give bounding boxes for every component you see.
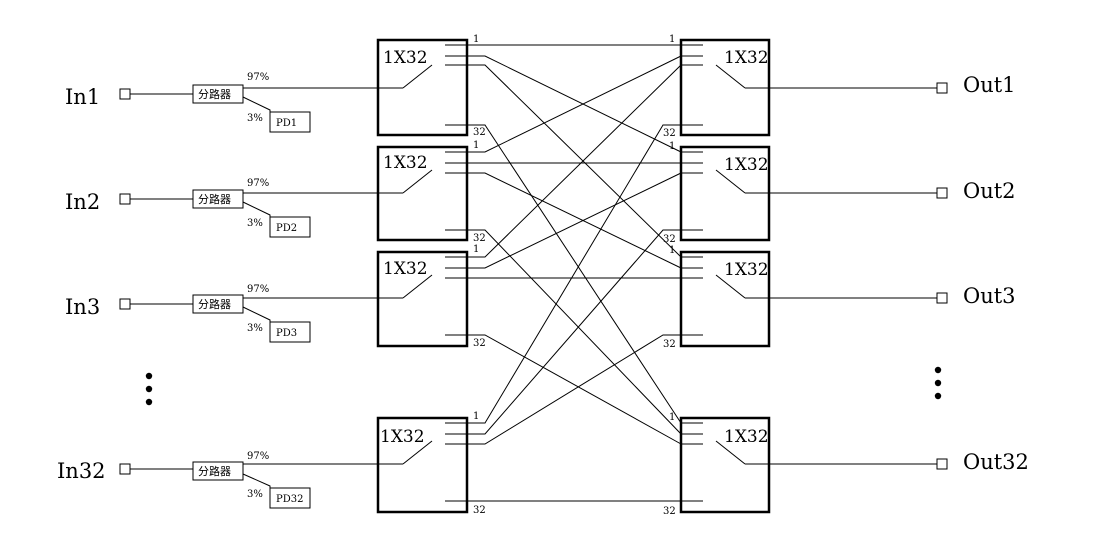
port-label-first: 1 bbox=[669, 141, 675, 152]
input-port bbox=[119, 88, 131, 100]
port-label-last: 32 bbox=[663, 128, 676, 139]
switch-label: 1X32 bbox=[724, 260, 769, 280]
output-port bbox=[936, 292, 948, 304]
input-row-2: In2 分路器 97% 3% PD2 bbox=[65, 178, 403, 238]
output-row-3: Out3 bbox=[745, 284, 1016, 308]
splitter-label: 分路器 bbox=[198, 298, 231, 311]
port-label-last: 32 bbox=[473, 338, 486, 349]
splitter-box bbox=[192, 461, 244, 481]
input-row-3: In3 分路器 97% 3% PD3 bbox=[65, 284, 403, 343]
photodiode-box bbox=[269, 216, 311, 238]
main-percent: 97% bbox=[247, 72, 269, 83]
output-label: Out2 bbox=[963, 179, 1016, 203]
output-row-2: Out2 bbox=[745, 179, 1016, 203]
port-label-first: 1 bbox=[473, 411, 479, 422]
output-port bbox=[936, 187, 948, 199]
photodiode-label: PD2 bbox=[276, 223, 297, 234]
port-label-first: 1 bbox=[669, 412, 675, 423]
splitter-box bbox=[192, 84, 244, 104]
photodiode-box bbox=[269, 111, 311, 133]
output-row-32: Out32 bbox=[745, 450, 1029, 474]
output-port bbox=[936, 458, 948, 470]
port-label-first: 1 bbox=[669, 245, 675, 256]
switch-label: 1X32 bbox=[724, 48, 769, 68]
output-port bbox=[936, 82, 948, 94]
port-label-first: 1 bbox=[669, 34, 675, 45]
right-switch-3: 1X32 1 32 bbox=[663, 245, 771, 350]
splitter-label: 分路器 bbox=[198, 88, 231, 101]
port-label-last: 32 bbox=[663, 506, 676, 517]
splitter-box bbox=[192, 189, 244, 209]
tap-fiber bbox=[242, 96, 271, 112]
input-port bbox=[119, 298, 131, 310]
input-label: In32 bbox=[57, 459, 106, 483]
tap-percent: 3% bbox=[247, 218, 263, 229]
right-ellipsis bbox=[934, 366, 942, 400]
input-label: In2 bbox=[65, 190, 100, 214]
port-label-first: 1 bbox=[473, 140, 479, 151]
left-switch-3: 1X32 1 32 bbox=[376, 244, 486, 349]
tap-fiber bbox=[242, 473, 271, 488]
output-row-1: Out1 bbox=[745, 73, 1016, 97]
left-ellipsis bbox=[145, 372, 153, 406]
port-label-last: 32 bbox=[473, 233, 486, 244]
port-label-first: 1 bbox=[473, 244, 479, 255]
switch-label: 1X32 bbox=[383, 48, 428, 68]
main-percent: 97% bbox=[247, 451, 269, 462]
output-label: Out1 bbox=[963, 73, 1016, 97]
left-switch-32: 1X32 1 32 bbox=[376, 411, 486, 516]
input-port bbox=[119, 193, 131, 205]
input-row-1: In1 分路器 97% 3% PD1 bbox=[65, 72, 403, 133]
switch-label: 1X32 bbox=[724, 427, 769, 447]
tap-percent: 3% bbox=[247, 489, 263, 500]
port-label-first: 1 bbox=[473, 34, 479, 45]
photodiode-label: PD3 bbox=[276, 328, 297, 339]
switch-label: 1X32 bbox=[383, 259, 428, 279]
input-label: In3 bbox=[65, 295, 100, 319]
left-switch-1: 1X32 1 32 bbox=[376, 34, 486, 138]
left-switch-2: 1X32 1 32 bbox=[376, 140, 486, 244]
tap-fiber bbox=[242, 306, 271, 322]
input-port bbox=[119, 463, 131, 475]
tap-percent: 3% bbox=[247, 113, 263, 124]
switch-label: 1X32 bbox=[383, 153, 428, 173]
right-switch-32: 1X32 1 32 bbox=[663, 412, 771, 517]
right-switch-1: 1X32 1 32 bbox=[663, 34, 771, 139]
tap-fiber bbox=[242, 201, 271, 217]
input-row-32: In32 分路器 97% 3% PD32 bbox=[57, 451, 403, 509]
photodiode-box bbox=[269, 487, 311, 509]
photodiode-box bbox=[269, 321, 311, 343]
interconnect-fibers bbox=[467, 44, 682, 502]
splitter-label: 分路器 bbox=[198, 465, 231, 478]
main-percent: 97% bbox=[247, 284, 269, 295]
switch-label: 1X32 bbox=[724, 155, 769, 175]
photodiode-label: PD1 bbox=[276, 118, 297, 129]
tap-percent: 3% bbox=[247, 323, 263, 334]
output-label: Out32 bbox=[963, 450, 1029, 474]
port-label-last: 32 bbox=[663, 339, 676, 350]
port-label-last: 32 bbox=[473, 127, 486, 138]
output-label: Out3 bbox=[963, 284, 1016, 308]
port-label-last: 32 bbox=[473, 505, 486, 516]
port-label-last: 32 bbox=[663, 234, 676, 245]
splitter-label: 分路器 bbox=[198, 193, 231, 206]
right-switch-2: 1X32 1 32 bbox=[663, 141, 771, 245]
main-percent: 97% bbox=[247, 178, 269, 189]
splitter-box bbox=[192, 294, 244, 314]
input-label: In1 bbox=[65, 85, 100, 109]
switch-label: 1X32 bbox=[380, 427, 425, 447]
photodiode-label: PD32 bbox=[276, 494, 303, 505]
